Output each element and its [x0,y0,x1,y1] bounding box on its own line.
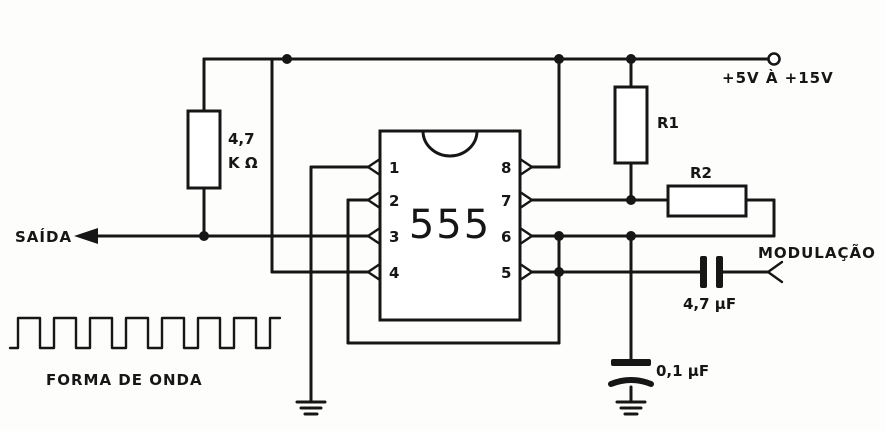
resistor-r2 [666,184,748,218]
pin-3-label: 3 [389,228,399,246]
pin-8-label: 8 [501,159,511,177]
trigger-threshold-wire [346,198,561,345]
supply-label: +5V À +15V [722,68,834,87]
modulation-capacitor-value: 4,7 μF [683,295,736,313]
ic-notch [421,129,479,158]
junction-dots [199,54,636,277]
ic-label: 555 [409,202,491,248]
ground-symbol-right [615,400,647,416]
square-waveform [8,316,282,350]
ground-symbol-left [295,400,327,416]
ground-wire [309,165,370,404]
pin-4-label: 4 [389,264,399,282]
vcc-wire [530,57,561,169]
supply-rail [202,52,781,66]
r2-label: R2 [690,164,712,182]
waveform-caption: FORMA DE ONDA [46,371,203,389]
output-resistor-value-2: K Ω [228,154,258,172]
pin-1-label: 1 [389,159,399,177]
output-resistor [186,109,222,190]
pin-5-label: 5 [501,264,511,282]
modulation-capacitor [700,256,723,288]
timing-capacitor [608,359,654,387]
pin-6-label: 6 [501,228,511,246]
ic-pin-markers [366,157,534,282]
output-resistor-value-1: 4,7 [228,130,255,148]
modulation-label: MODULAÇÃO [758,243,876,262]
pin-2-label: 2 [389,192,399,210]
supply-terminal [767,52,781,66]
ic-555: 555 [378,129,522,322]
timing-capacitor-value: 0,1 μF [656,362,709,380]
pin-7-label: 7 [501,192,511,210]
discharge-wire [530,198,776,238]
r1-label: R1 [657,114,679,132]
resistor-r1 [613,85,649,165]
modulation-terminal-icon [766,260,784,284]
output-label: SAÍDA [15,227,72,246]
output-arrow-icon [74,228,98,244]
output-wire [74,228,370,244]
